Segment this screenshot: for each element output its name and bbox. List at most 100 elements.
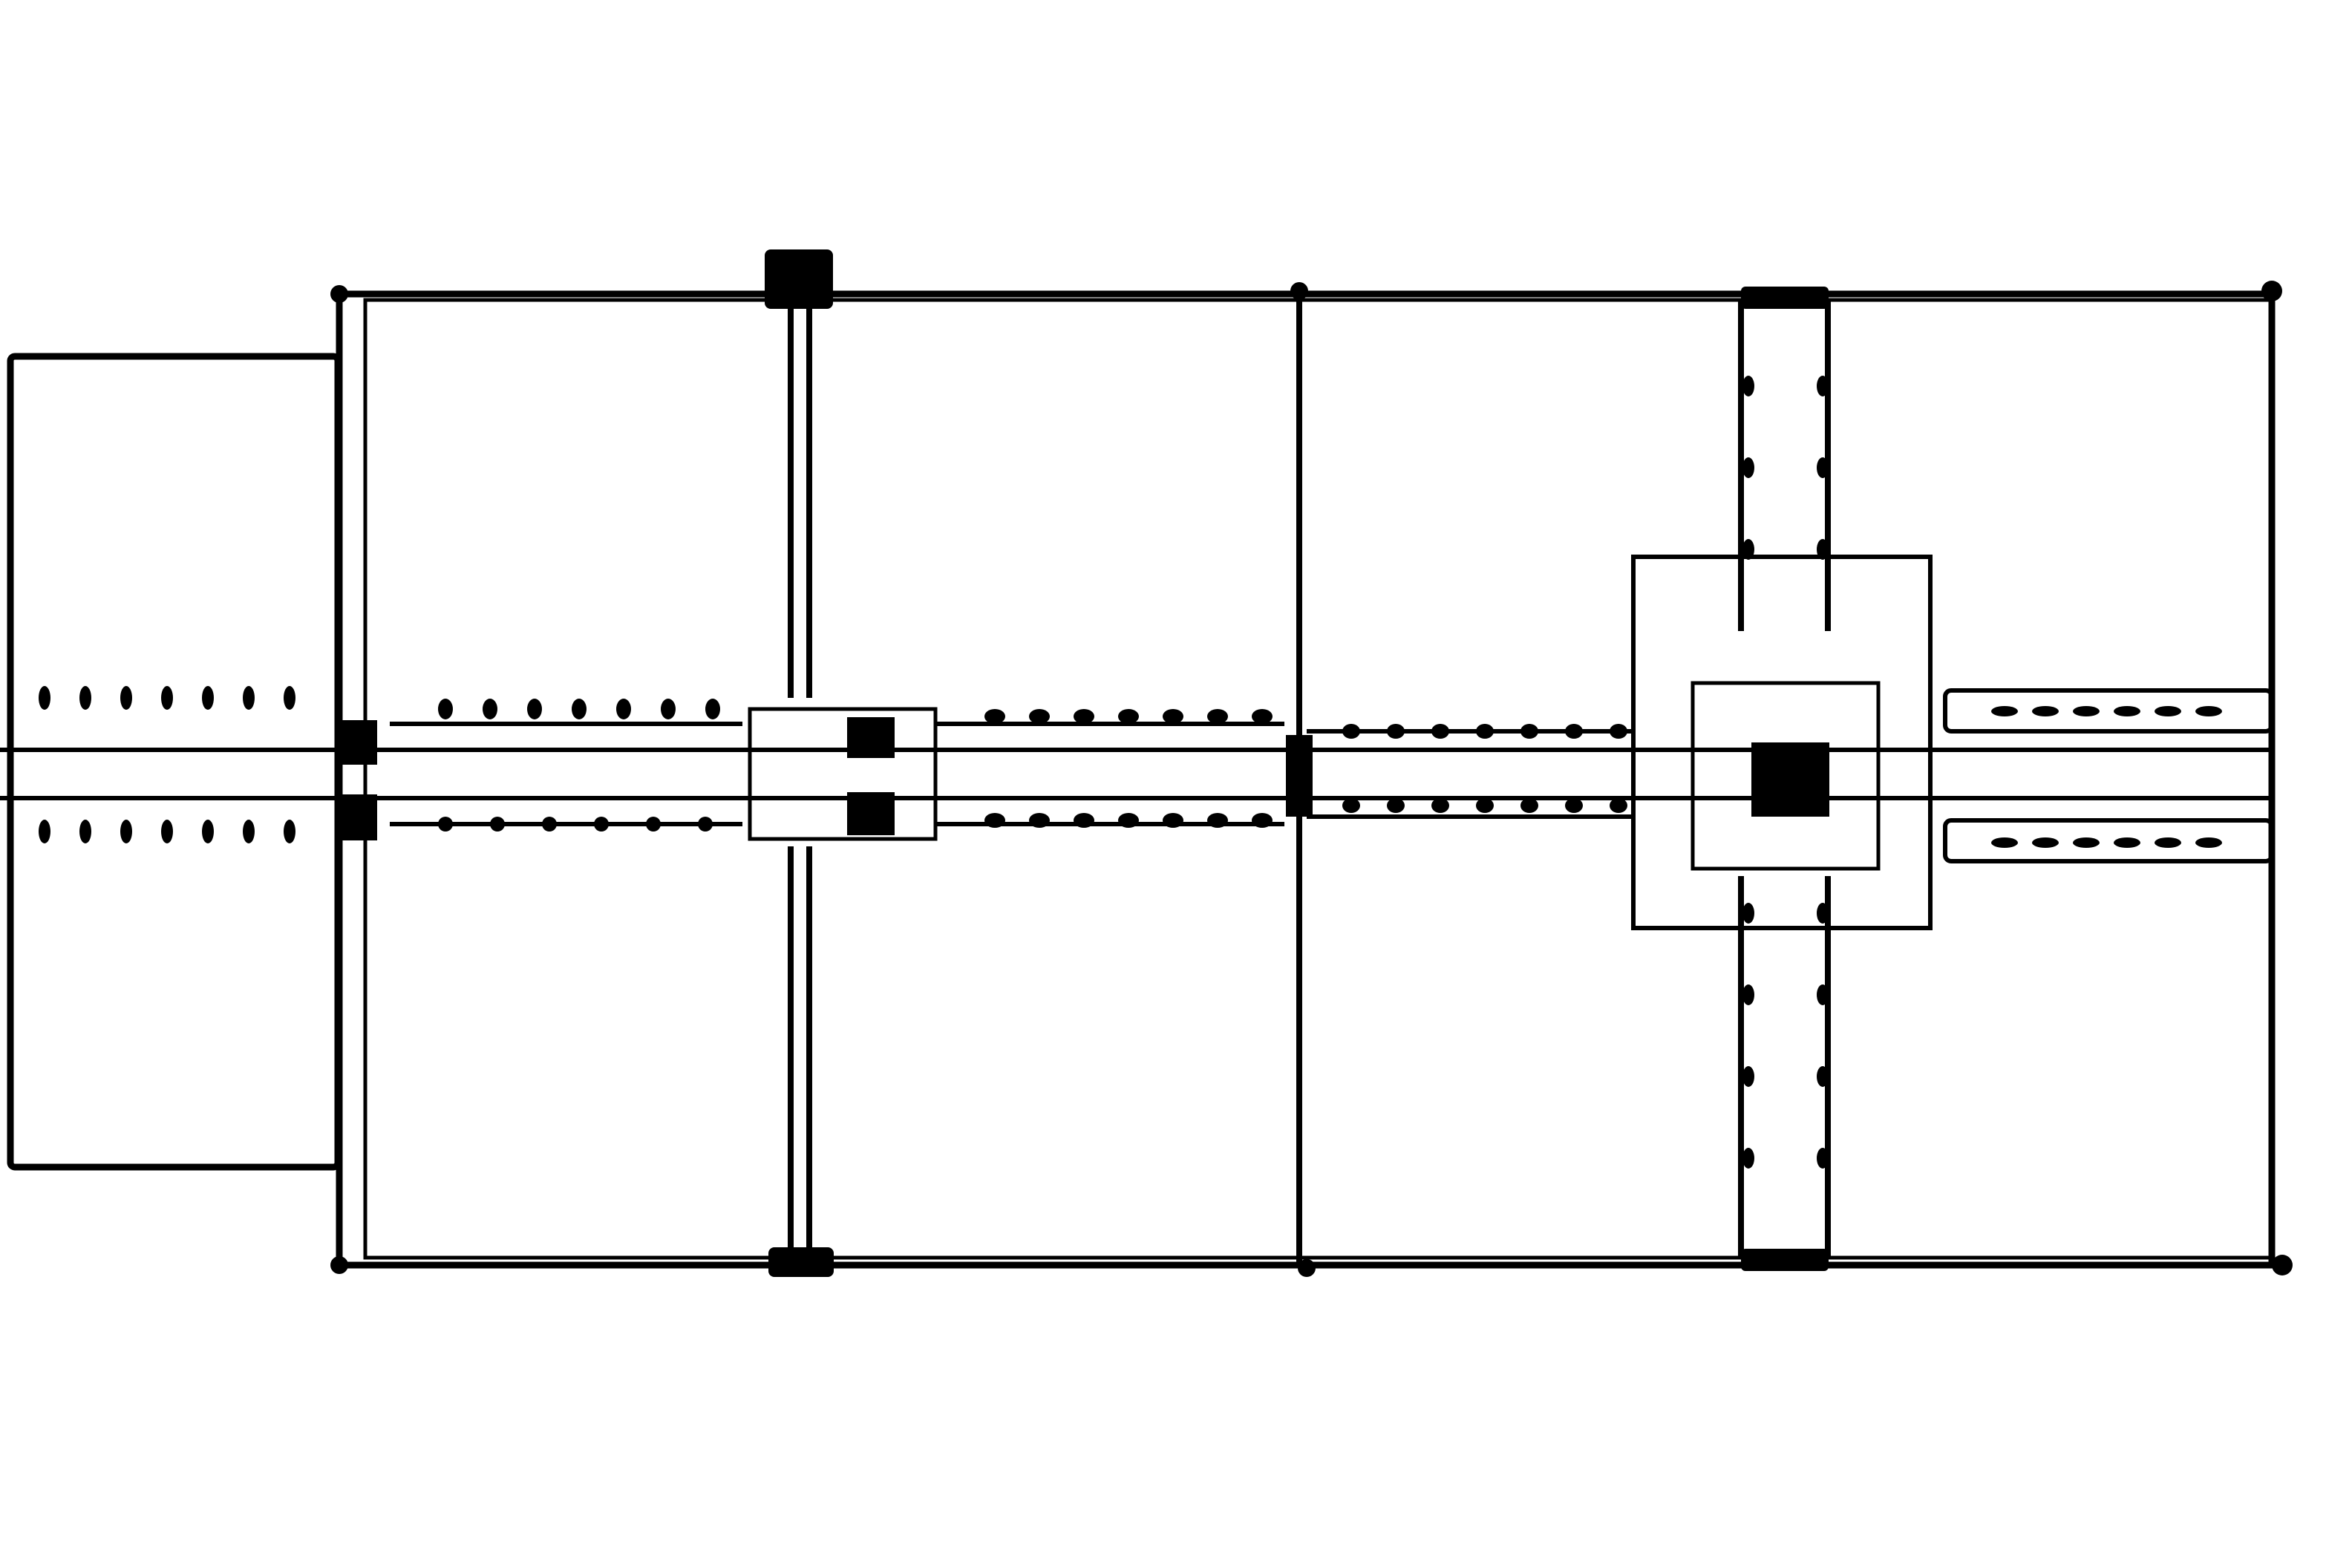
seat-mark: [1074, 813, 1094, 828]
main-hall-inner-line: [363, 298, 2274, 1260]
crossing-court: [1631, 555, 1933, 930]
seat-mark: [698, 817, 713, 832]
seat-mark: [1029, 813, 1050, 828]
seat-mark: [2032, 837, 2059, 848]
seat-mark: [984, 709, 1005, 724]
seat-mark: [1252, 813, 1273, 828]
seat-mark: [202, 686, 214, 710]
west-door-pier-upper: [340, 720, 377, 765]
stair-pier-lower: [847, 792, 895, 835]
seat-mark: [1476, 724, 1494, 739]
top-pier: [765, 249, 833, 309]
seat-mark: [527, 699, 542, 719]
top-right-pier: [1741, 287, 1829, 309]
seat-mark: [2032, 706, 2059, 716]
corner-post: [330, 1256, 348, 1274]
seat-mark: [2195, 837, 2222, 848]
seat-mark: [161, 820, 173, 843]
west-door-pier-lower: [340, 794, 377, 840]
corner-post: [2261, 281, 2282, 301]
east-upper-bay: [1943, 688, 2274, 734]
seat-mark: [284, 820, 295, 843]
seat-mark: [438, 817, 453, 832]
seat-mark: [2073, 837, 2100, 848]
seat-mark: [1029, 709, 1050, 724]
seat-mark: [161, 686, 173, 710]
seat-mark: [202, 820, 214, 843]
seat-mark: [2155, 837, 2181, 848]
seat-mark: [1387, 798, 1405, 813]
seat-mark: [1817, 539, 1829, 560]
seat-mark: [1207, 813, 1228, 828]
seat-mark: [1991, 837, 2018, 848]
seat-mark: [284, 686, 295, 710]
seat-mark: [1742, 457, 1754, 478]
seat-mark: [1252, 709, 1273, 724]
seat-mark: [1742, 1148, 1754, 1169]
seat-mark: [1610, 724, 1627, 739]
seat-mark: [1342, 798, 1360, 813]
left-annex: [7, 353, 342, 1171]
seat-mark: [2155, 706, 2181, 716]
bottom-right-pier: [1741, 1249, 1829, 1271]
seat-mark: [39, 820, 50, 843]
seat-mark: [594, 817, 609, 832]
seat-mark: [542, 817, 557, 832]
seat-mark: [1118, 813, 1139, 828]
corner-post: [1290, 282, 1308, 300]
seat-mark: [1387, 724, 1405, 739]
seat-mark: [1163, 709, 1183, 724]
seat-mark: [1476, 798, 1494, 813]
seat-mark: [2114, 706, 2140, 716]
seat-mark: [2195, 706, 2222, 716]
solid-piers: [330, 249, 2293, 1277]
seat-mark: [1742, 1066, 1754, 1087]
stair-pier-upper: [847, 717, 895, 758]
seat-mark: [2073, 706, 2100, 716]
seat-mark: [1742, 984, 1754, 1005]
east-lower-bay: [1943, 818, 2274, 863]
bottom-pier: [768, 1247, 834, 1277]
seat-mark: [984, 813, 1005, 828]
seat-mark: [1520, 724, 1538, 739]
outer-walls: [7, 290, 2276, 1269]
central-altar-block: [1751, 742, 1829, 817]
seat-mark: [1431, 798, 1449, 813]
seat-mark: [1817, 376, 1829, 396]
seat-mark: [490, 817, 505, 832]
seat-mark: [1991, 706, 2018, 716]
seat-mark: [1074, 709, 1094, 724]
seat-mark: [1742, 903, 1754, 924]
seat-mark: [661, 699, 676, 719]
seat-mark: [243, 820, 255, 843]
seat-mark: [483, 699, 497, 719]
seat-mark: [1118, 709, 1139, 724]
seat-mark: [1431, 724, 1449, 739]
seat-mark: [1565, 724, 1583, 739]
seat-mark: [1610, 798, 1627, 813]
seat-mark: [1817, 1148, 1829, 1169]
seat-mark: [1817, 984, 1829, 1005]
seat-mark: [39, 686, 50, 710]
corner-post: [2272, 1255, 2293, 1275]
stair-block: [748, 707, 938, 841]
seat-mark: [1163, 813, 1183, 828]
corner-post: [330, 285, 348, 303]
seat-mark: [1817, 1066, 1829, 1087]
seat-mark: [120, 686, 132, 710]
seat-mark: [646, 817, 661, 832]
seat-mark: [1207, 709, 1228, 724]
corner-post: [1298, 1259, 1316, 1277]
seat-mark: [1742, 539, 1754, 560]
seat-mark: [1342, 724, 1360, 739]
center-pier: [1286, 735, 1313, 817]
seat-mark: [2114, 837, 2140, 848]
seat-mark: [438, 699, 453, 719]
seating-marks: [39, 376, 2222, 1169]
seat-mark: [616, 699, 631, 719]
seat-mark: [1817, 457, 1829, 478]
seat-mark: [1817, 903, 1829, 924]
seat-mark: [120, 820, 132, 843]
seat-mark: [1520, 798, 1538, 813]
